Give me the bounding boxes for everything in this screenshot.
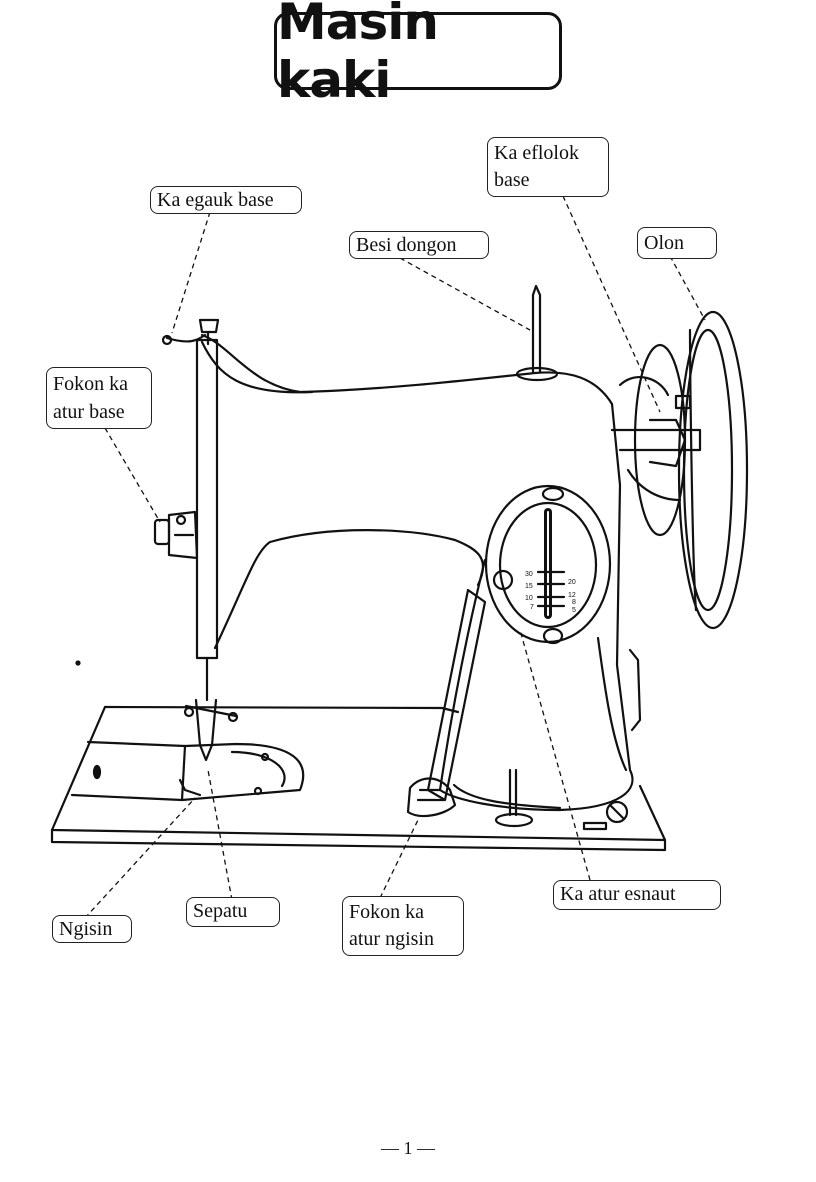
tension-assembly [153, 510, 199, 560]
dial-scale-left-0: 30 [525, 571, 533, 578]
label-text-line2: atur ngisin [349, 928, 434, 950]
dial-scale-left-2: 10 [525, 595, 533, 602]
bobbin-winder [582, 800, 629, 831]
stitch-regulator [484, 484, 612, 645]
label-text-line1: Ka eflolok [494, 142, 579, 164]
label-ngisin: Ngisin [52, 915, 132, 943]
label-text: Besi dongon [356, 234, 457, 256]
label-text: Ka egauk base [157, 189, 274, 211]
dial-scale-left-3: 7 [530, 604, 534, 611]
spool-pin-bottom [494, 768, 534, 828]
label-fokon-ka-atur-base: Fokon ka atur base [46, 367, 152, 429]
page-number: — 1 — [381, 1138, 435, 1158]
dial-scale-left-1: 15 [525, 583, 533, 590]
spool-pin-top [515, 284, 559, 382]
dial-scale-right-0: 20 [568, 579, 576, 586]
presser-foot-lever [406, 588, 487, 818]
thread-guide [161, 318, 220, 346]
label-fokon-ka-atur-ngisin: Fokon ka atur ngisin [342, 896, 464, 956]
label-text: Ngisin [59, 918, 113, 940]
label-text-line2: atur base [53, 401, 125, 423]
label-text: Sepatu [193, 900, 248, 922]
label-text-line1: Fokon ka [349, 901, 424, 923]
label-text-line1: Fokon ka [53, 373, 128, 395]
machine-arm [200, 333, 642, 812]
handwheel [610, 310, 749, 630]
label-ka-atur-esnaut: Ka atur esnaut [553, 880, 721, 910]
dial-scale-right-3: 5 [572, 607, 576, 614]
label-besi-dongon: Besi dongon [349, 231, 489, 259]
label-text-line2: base [494, 169, 530, 191]
dial-scale-right-1: 12 [568, 592, 576, 599]
label-olon: Olon [637, 227, 717, 259]
label-text: Ka atur esnaut [560, 883, 676, 905]
table-base [50, 705, 667, 852]
leader-lines [84, 195, 706, 919]
label-ka-eflolok-base: Ka eflolok base [487, 137, 609, 197]
label-ka-egauk-base: Ka egauk base [150, 186, 302, 214]
label-sepatu: Sepatu [186, 897, 280, 927]
needle-bar [178, 338, 239, 797]
dial-scale: 30 15 10 7 20 12 8 5 [525, 571, 576, 614]
dial-scale-right-2: 8 [572, 599, 576, 606]
label-text: Olon [644, 232, 684, 254]
